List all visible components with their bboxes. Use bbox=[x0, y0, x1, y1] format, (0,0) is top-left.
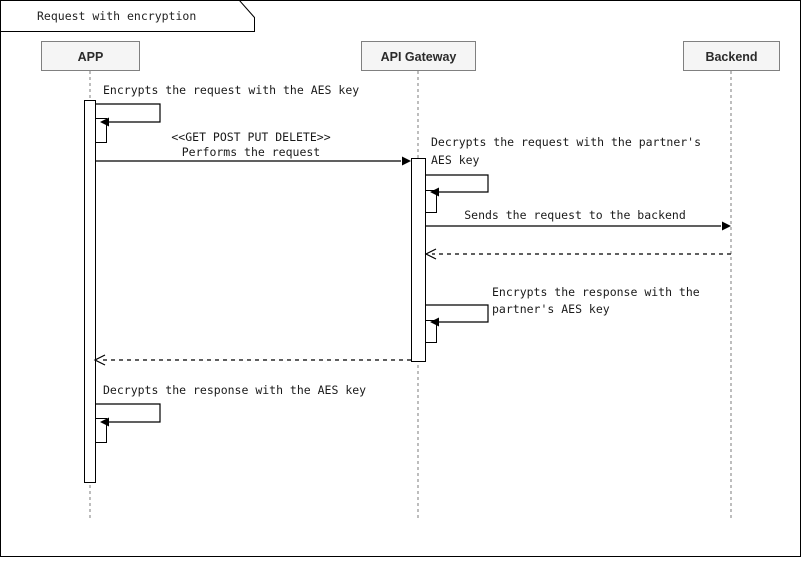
message-label-performs-request: Performs the request bbox=[182, 145, 320, 159]
arrowhead-app-decrypt-response bbox=[100, 417, 109, 427]
arrowhead-gateway-encrypt-response bbox=[430, 317, 439, 327]
activation-app-self-2 bbox=[95, 418, 107, 443]
self-loop-gateway-decrypt-request bbox=[426, 174, 489, 193]
message-label-decrypt-request-2: AES key bbox=[431, 153, 480, 167]
arrowhead-gateway-to-app bbox=[93, 354, 106, 366]
frame-title-tab bbox=[0, 0, 255, 32]
participant-gateway[interactable]: API Gateway bbox=[361, 41, 476, 71]
activation-app-main bbox=[84, 100, 96, 483]
participant-backend-label: Backend bbox=[705, 50, 757, 64]
self-loop-gateway-encrypt-response bbox=[426, 304, 489, 323]
message-label-decrypt-response: Decrypts the response with the AES key bbox=[103, 383, 366, 397]
participant-app[interactable]: APP bbox=[41, 41, 140, 71]
participant-app-label: APP bbox=[78, 50, 104, 64]
message-label-encrypt-response-2: partner's AES key bbox=[492, 302, 610, 316]
activation-app-self-1 bbox=[95, 118, 107, 143]
message-label-sends-to-backend: Sends the request to the backend bbox=[464, 208, 686, 222]
activation-gateway-main bbox=[411, 158, 426, 362]
arrowhead-app-to-gateway bbox=[402, 156, 411, 166]
arrowhead-gateway-to-backend bbox=[722, 221, 731, 231]
message-label-encrypt-response-1: Encrypts the response with the bbox=[492, 285, 700, 299]
arrowhead-gateway-decrypt-request bbox=[430, 187, 439, 197]
message-label-http-verbs: <<GET POST PUT DELETE>> bbox=[171, 130, 330, 144]
participant-gateway-label: API Gateway bbox=[381, 50, 457, 64]
message-label-decrypt-request-1: Decrypts the request with the partner's bbox=[431, 135, 701, 149]
self-loop-app-decrypt-response bbox=[96, 403, 161, 423]
self-loop-app-encrypt-request bbox=[96, 103, 161, 123]
frame-title-label: Request with encryption bbox=[37, 9, 196, 23]
arrowhead-backend-to-gateway bbox=[424, 248, 437, 260]
activation-gateway-self-2 bbox=[425, 320, 437, 343]
activation-gateway-self-1 bbox=[425, 190, 437, 213]
message-label-encrypt-request: Encrypts the request with the AES key bbox=[103, 83, 359, 97]
participant-backend[interactable]: Backend bbox=[683, 41, 780, 71]
arrowhead-app-encrypt-request bbox=[100, 117, 109, 127]
